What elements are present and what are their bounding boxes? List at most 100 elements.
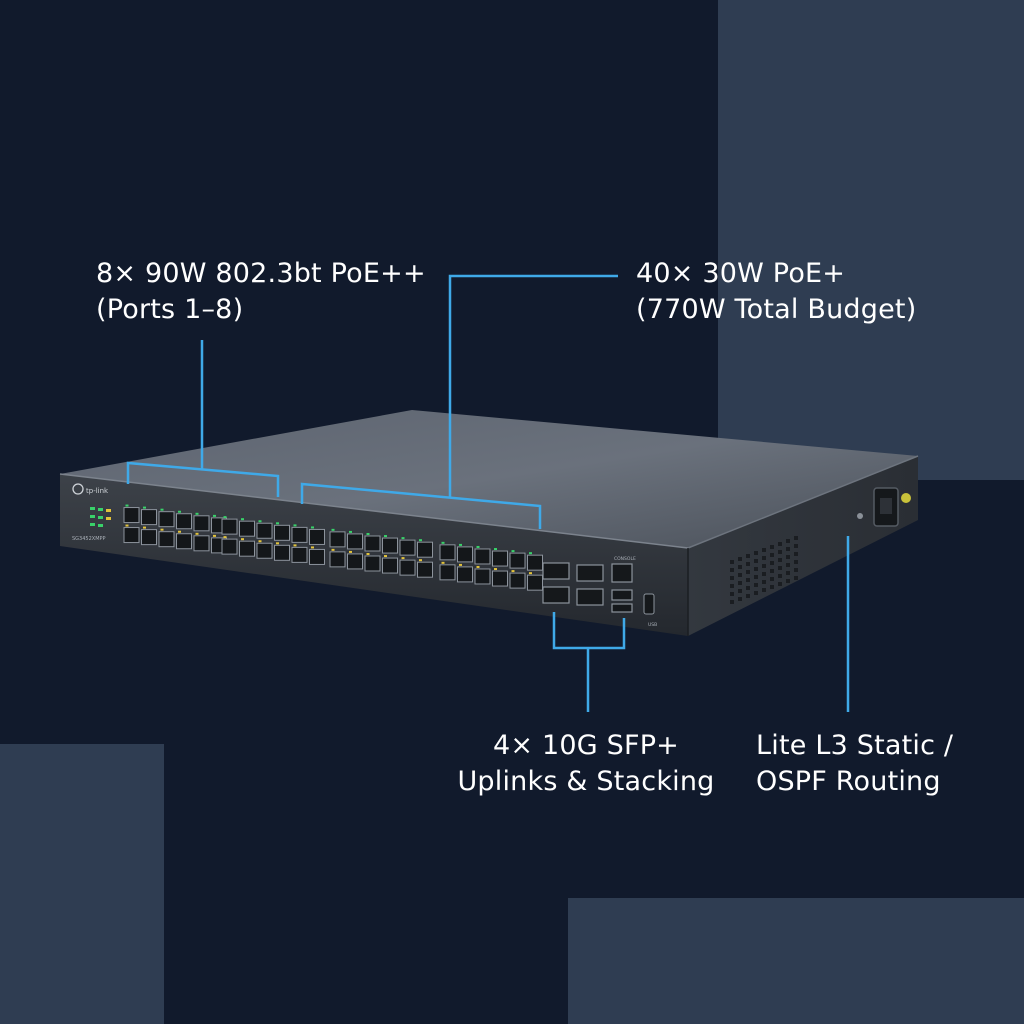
callout-sfp-uplinks-line1: 4× 10G SFP+ <box>492 730 680 761</box>
rj45-port <box>417 561 433 578</box>
port-led <box>178 530 181 533</box>
port-led <box>401 537 405 540</box>
rj45-port <box>274 524 290 541</box>
rj45-port <box>291 526 308 543</box>
rj45-port <box>399 559 416 576</box>
rj45-port <box>509 572 526 589</box>
rj45-port <box>329 551 346 568</box>
port-led <box>384 535 387 538</box>
rj45-port <box>527 554 543 571</box>
rj45-port <box>347 553 363 570</box>
management-port <box>611 589 633 601</box>
rj45-port <box>329 531 346 548</box>
switch-top-surface <box>60 410 918 548</box>
rj45-port <box>123 527 140 544</box>
rj45-port <box>239 520 255 537</box>
usb-port <box>611 603 633 613</box>
port-led <box>293 544 297 547</box>
rj45-port <box>274 544 290 561</box>
background-panel-top-right <box>718 0 1024 480</box>
port-led <box>459 543 462 546</box>
port-led <box>441 561 445 564</box>
rj45-port <box>417 541 433 558</box>
port-led <box>419 539 422 542</box>
brand-logo: tp-link <box>86 487 109 495</box>
port-led <box>511 550 515 553</box>
rj45-port-array <box>123 504 543 591</box>
port-led <box>441 541 445 544</box>
port-led <box>494 568 497 571</box>
port-led <box>258 520 262 523</box>
port-led <box>293 524 297 527</box>
port-led <box>143 526 146 529</box>
status-leds <box>90 507 111 527</box>
background-panel-bottom-right <box>568 898 1024 1024</box>
rj45-port <box>492 570 508 587</box>
port-led <box>276 542 279 545</box>
port-led <box>384 555 387 558</box>
ground-screw <box>901 493 911 503</box>
rj45-port <box>176 513 192 530</box>
port-led <box>476 565 480 568</box>
port-led <box>178 510 181 513</box>
callout-sfp-uplinks: 4× 10G SFP+ Uplinks & Stacking <box>448 728 724 800</box>
rj45-port <box>309 548 325 565</box>
port-led <box>529 572 532 575</box>
callout-poe-plus-plus-line1: 8× 90W 802.3bt PoE++ <box>96 258 426 289</box>
port-led <box>401 557 405 560</box>
console-port <box>611 563 633 583</box>
brand-logo-mark <box>72 483 84 495</box>
rj45-port <box>193 515 210 532</box>
rj45-port <box>382 557 398 574</box>
rj45-port <box>439 564 456 581</box>
port-led <box>195 512 199 515</box>
rj45-port <box>382 537 398 554</box>
rj45-port <box>291 546 308 563</box>
callout-sfp-uplinks-line2: Uplinks & Stacking <box>457 766 715 797</box>
rj45-port <box>221 518 238 535</box>
port-led <box>349 530 352 533</box>
callout-poe-plus-line2: (770W Total Budget) <box>636 294 917 325</box>
port-led <box>223 516 227 519</box>
rj45-port <box>399 539 416 556</box>
rj45-port <box>364 555 381 572</box>
port-led <box>258 540 262 543</box>
rj45-port <box>158 531 175 548</box>
rj45-port <box>309 528 325 545</box>
rj45-port <box>364 535 381 552</box>
reset-slot <box>643 593 655 615</box>
port-led <box>311 526 314 529</box>
rj45-port <box>457 546 473 563</box>
model-label: SG3452XMPP <box>72 536 106 542</box>
rj45-port <box>141 509 157 526</box>
rj45-port <box>347 533 363 550</box>
port-led <box>125 504 129 507</box>
leader-lines <box>126 274 850 712</box>
switch-side-panel <box>688 456 918 636</box>
port-led <box>366 552 370 555</box>
switch-front-panel <box>60 474 688 636</box>
rj45-port <box>158 511 175 528</box>
port-led <box>213 534 216 537</box>
callout-routing-line1: Lite L3 Static / <box>756 730 954 761</box>
port-led <box>511 570 515 573</box>
port-led <box>331 528 335 531</box>
port-led <box>160 508 164 511</box>
port-led <box>331 548 335 551</box>
rj45-port <box>439 544 456 561</box>
callout-poe-plus: 40× 30W PoE+ (770W Total Budget) <box>636 256 916 328</box>
port-led <box>213 514 216 517</box>
rj45-port <box>221 538 238 555</box>
leader-poe-plus <box>300 482 542 529</box>
port-led <box>160 528 164 531</box>
rj45-port <box>509 552 526 569</box>
sfp-plus-cages <box>542 562 604 606</box>
rj45-port <box>527 574 543 591</box>
rj45-port <box>256 522 273 539</box>
port-led <box>349 550 352 553</box>
rj45-port <box>256 542 273 559</box>
console-label: CONSOLE <box>614 556 636 562</box>
port-led <box>223 536 227 539</box>
